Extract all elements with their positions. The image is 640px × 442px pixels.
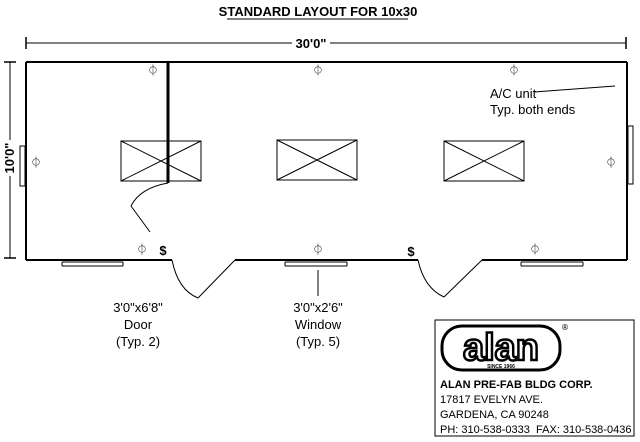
door-right — [417, 259, 483, 298]
outlet-icon: ⏀ — [313, 242, 324, 256]
window-count-label: (Typ. 5) — [296, 334, 340, 349]
outlet-icon: ⏀ — [509, 63, 520, 77]
ac-unit-left — [19, 145, 26, 187]
logo-since: SINCE 1966 — [487, 364, 515, 370]
window-size-label: 3'0"x2'6" — [293, 300, 343, 315]
outlet-icon: ⏀ — [530, 242, 541, 256]
company-info: ALAN PRE-FAB BLDG CORP. 17817 EVELYN AVE… — [440, 378, 631, 438]
outlet-icon: ⏀ — [137, 242, 148, 256]
switch-icon: $ — [159, 243, 167, 258]
company-logo: alan ® SINCE 1966 — [434, 319, 635, 437]
outlet-icon: ⏀ — [313, 63, 324, 77]
interior-door-swing — [130, 182, 169, 233]
light-fixture-1 — [120, 140, 202, 182]
company-phone: PH: 310-538-0333 — [440, 424, 530, 436]
plan-title: STANDARD LAYOUT FOR 10x30 — [219, 4, 418, 19]
window-3 — [520, 261, 584, 267]
building-outline — [25, 61, 628, 261]
ac-unit-right — [627, 125, 634, 185]
ac-label: A/C unit — [490, 86, 537, 101]
outlet-icon: ⏀ — [606, 155, 617, 169]
window-label: Window — [295, 317, 342, 332]
door-count-label: (Typ. 2) — [116, 334, 160, 349]
width-dimension: 10'0" — [2, 61, 17, 259]
logo-wordmark: alan — [463, 327, 539, 369]
light-fixture-3 — [443, 140, 525, 182]
door-label: Door — [124, 317, 153, 332]
company-address-street: 17817 EVELYN AVE. — [440, 394, 543, 406]
length-dimension: 30'0" — [25, 36, 627, 51]
length-label: 30'0" — [296, 36, 327, 51]
ac-label-sub: Typ. both ends — [490, 102, 576, 117]
window-2 — [284, 261, 348, 267]
ac-callout-line — [533, 85, 616, 93]
door-size-label: 3'0"x6'8" — [113, 300, 163, 315]
light-fixture-2 — [276, 139, 358, 181]
window-1 — [61, 261, 124, 267]
switch-icon: $ — [407, 244, 415, 259]
company-name: ALAN PRE-FAB BLDG CORP. — [440, 379, 593, 391]
width-label: 10'0" — [2, 143, 17, 174]
door-left — [171, 259, 236, 299]
company-contact: PH: 310-538-0333 FAX: 310-538-0436 — [440, 423, 631, 438]
company-address-city: GARDENA, CA 90248 — [440, 409, 549, 421]
registered-mark: ® — [561, 323, 569, 332]
outlet-icon: ⏀ — [148, 63, 159, 77]
company-fax: FAX: 310-538-0436 — [536, 424, 632, 436]
outlet-icon: ⏀ — [31, 155, 42, 169]
